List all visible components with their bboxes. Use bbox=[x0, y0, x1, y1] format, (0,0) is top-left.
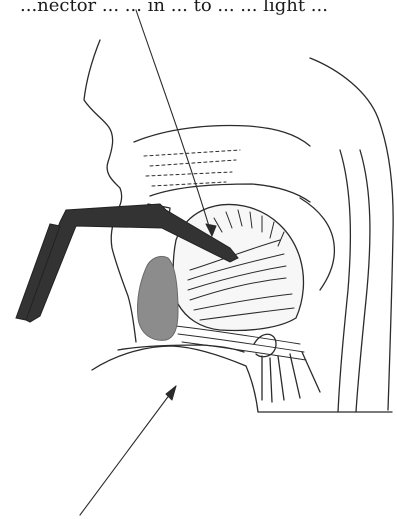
soft-palate bbox=[300, 198, 334, 290]
lower-pointer-line bbox=[80, 386, 176, 515]
concha-dash-2 bbox=[150, 160, 236, 166]
tongue-outline bbox=[173, 204, 303, 330]
laryngeal-lines bbox=[262, 352, 320, 402]
hard-palate bbox=[150, 184, 310, 202]
concha-dash-3 bbox=[146, 172, 232, 176]
concha-dash-1 bbox=[144, 150, 240, 156]
posterior-pharynx bbox=[356, 150, 370, 412]
neck-front-line bbox=[92, 346, 392, 412]
pharyngeal-wall bbox=[338, 150, 350, 412]
head-back-outline bbox=[310, 58, 393, 410]
face-profile-outline bbox=[84, 40, 136, 342]
nasal-cavity-outline bbox=[134, 126, 310, 146]
upper-pointer-line bbox=[136, 10, 212, 236]
mandible-grey-block bbox=[137, 256, 178, 340]
